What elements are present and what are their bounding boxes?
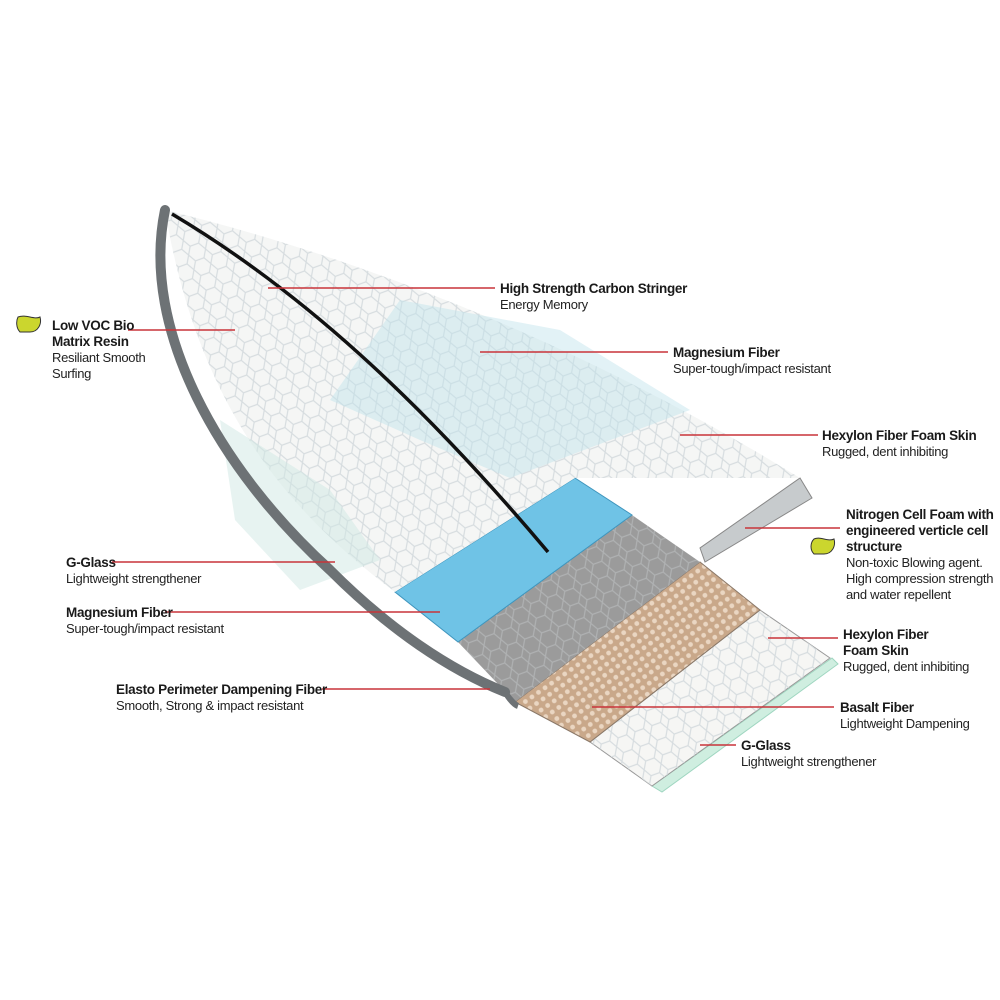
label-hexylon-bottom: Hexylon Fiber Foam Skin Rugged, dent inh… — [843, 627, 969, 675]
translucent-magnesium-panel — [330, 300, 690, 478]
label-sub: Rugged, dent inhibiting — [822, 444, 949, 459]
label-title: Nitrogen Cell Foam with — [846, 507, 994, 522]
label-title: Low VOC Bio — [52, 318, 135, 333]
label-title: engineered verticle cell — [846, 523, 989, 538]
label-elasto-perimeter: Elasto Perimeter Dampening Fiber Smooth,… — [116, 682, 327, 714]
label-title: High Strength Carbon Stringer — [500, 281, 688, 296]
label-title: G-Glass — [66, 555, 116, 570]
label-sub: High compression strength — [846, 571, 994, 586]
label-sub: Super-tough/impact resistant — [673, 361, 831, 376]
leader-lines — [112, 287, 840, 746]
label-magnesium-fiber-left: Magnesium Fiber Super-tough/impact resis… — [66, 605, 224, 637]
eco-leaf-icon — [810, 537, 835, 555]
label-hexylon-top: Hexylon Fiber Foam Skin Rugged, dent inh… — [822, 428, 977, 460]
label-title: Hexylon Fiber Foam Skin — [822, 428, 977, 443]
label-sub: Super-tough/impact resistant — [66, 621, 224, 636]
label-title: Hexylon Fiber — [843, 627, 929, 642]
label-basalt-fiber: Basalt Fiber Lightweight Dampening — [840, 700, 970, 732]
label-nitrogen-foam: Nitrogen Cell Foam with engineered verti… — [846, 507, 994, 603]
label-sub: Energy Memory — [500, 297, 588, 312]
foam-side-face — [699, 477, 813, 563]
label-title: Basalt Fiber — [840, 700, 914, 715]
label-title: Magnesium Fiber — [66, 605, 173, 620]
elasto-perimeter-rail — [155, 205, 510, 697]
label-sub: Rugged, dent inhibiting — [843, 659, 970, 674]
foam-core-pattern — [458, 515, 700, 702]
label-title: Elasto Perimeter Dampening Fiber — [116, 682, 327, 697]
bottom-hexylon-pattern — [590, 610, 830, 786]
carbon-stringer — [171, 212, 550, 554]
label-sub: Lightweight Dampening — [840, 716, 970, 731]
rail-tail — [502, 690, 520, 709]
translucent-g-glass-panel — [220, 420, 380, 590]
label-sub: Surfing — [52, 366, 92, 381]
label-carbon-stringer: High Strength Carbon Stringer Energy Mem… — [500, 281, 687, 313]
label-sub: Resiliant Smooth — [52, 350, 146, 365]
label-title: Magnesium Fiber — [673, 345, 780, 360]
eco-leaf-icon — [16, 315, 41, 333]
label-sub: and water repellent — [846, 587, 951, 602]
label-title: G-Glass — [741, 738, 791, 753]
label-title: Foam Skin — [843, 643, 909, 658]
label-g-glass-bottom: G-Glass Lightweight strengthener — [741, 738, 876, 770]
label-sub: Smooth, Strong & impact resistant — [116, 698, 304, 713]
label-title: Matrix Resin — [52, 334, 129, 349]
label-magnesium-fiber-top: Magnesium Fiber Super-tough/impact resis… — [673, 345, 831, 377]
label-title: structure — [846, 539, 902, 554]
label-sub: Lightweight strengthener — [741, 754, 877, 769]
label-sub: Non-toxic Blowing agent. — [846, 555, 983, 570]
label-bio-resin: Low VOC Bio Matrix Resin Resiliant Smoot… — [52, 318, 146, 382]
label-g-glass-left: G-Glass Lightweight strengthener — [66, 555, 201, 587]
label-sub: Lightweight strengthener — [66, 571, 202, 586]
